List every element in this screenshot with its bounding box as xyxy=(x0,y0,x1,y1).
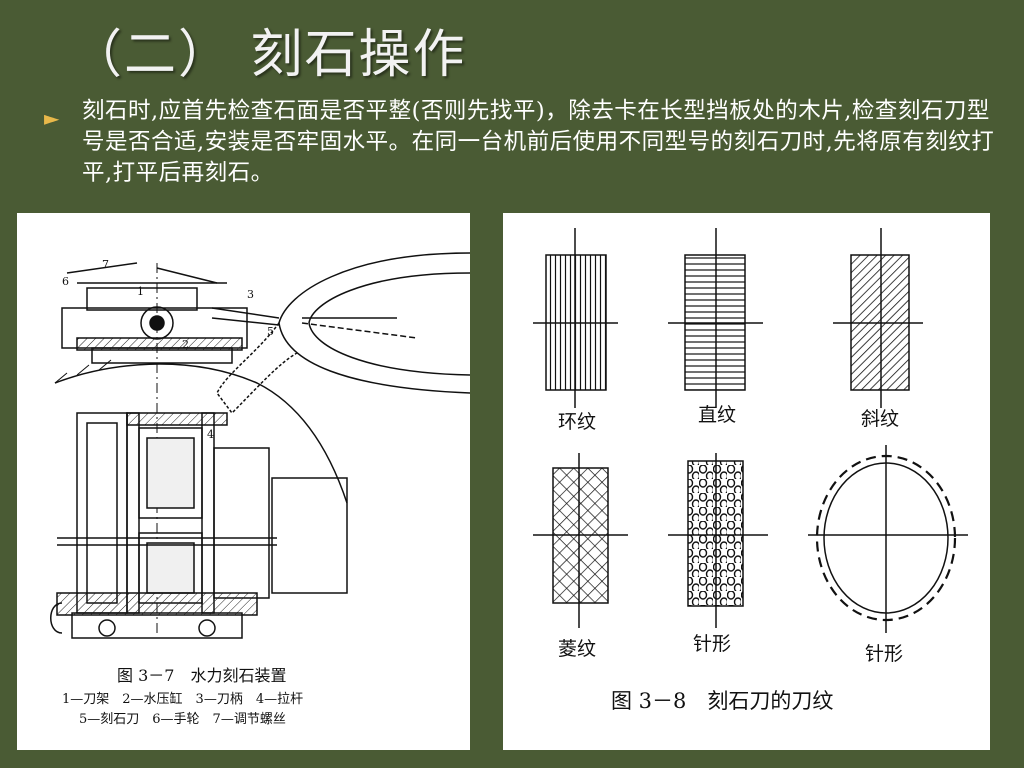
callout-6: 6 xyxy=(62,275,69,288)
figure-hydraulic-engraver: 7 6 1 3 5 2 4 图 3－7 水力刻石装置 1—刀架 2—水压缸 3—… xyxy=(17,213,470,750)
label-ring: 环纹 xyxy=(558,411,596,433)
figure-left-caption: 图 3－7 水力刻石装置 xyxy=(117,666,286,685)
figure-knife-patterns: 环纹 直纹 斜纹 菱纹 针形 针形 图 3－8 刻石刀的刀纹 xyxy=(503,213,990,750)
label-needle-ring: 针形 xyxy=(865,643,903,665)
callout-2: 2 xyxy=(182,338,189,351)
label-straight: 直纹 xyxy=(698,404,736,426)
pattern-oblique xyxy=(833,228,923,408)
figure-right-caption: 图 3－8 刻石刀的刀纹 xyxy=(611,689,833,713)
callout-7: 7 xyxy=(102,258,109,271)
callout-numbers: 7 6 1 3 5 2 4 xyxy=(62,258,274,441)
pattern-diamond xyxy=(533,453,628,628)
label-oblique: 斜纹 xyxy=(861,408,899,430)
engraver-drawing: 7 6 1 3 5 2 4 图 3－7 水力刻石装置 1—刀架 2—水压缸 3—… xyxy=(50,252,470,727)
patterns-drawing: 环纹 直纹 斜纹 菱纹 针形 针形 图 3－8 刻石刀的刀纹 xyxy=(533,228,968,713)
tool-head-side-view xyxy=(61,262,280,364)
pattern-ring xyxy=(533,228,618,408)
stone-top-view xyxy=(216,252,470,415)
triangle-bullet-icon: ► xyxy=(44,106,60,130)
label-needle: 针形 xyxy=(693,633,731,655)
pattern-needle-ring xyxy=(808,445,968,633)
callout-4: 4 xyxy=(207,428,214,441)
figure-left-legend-2: 5—刻石刀 6—手轮 7—调节螺丝 xyxy=(79,712,286,727)
callout-1: 1 xyxy=(137,285,144,298)
callout-3: 3 xyxy=(247,288,254,301)
slide-title: （二） 刻石操作 xyxy=(70,25,467,85)
callout-5: 5 xyxy=(267,325,274,338)
pattern-straight xyxy=(668,228,763,408)
label-diamond: 菱纹 xyxy=(558,638,596,660)
bullet-text: 刻石时,应首先检查石面是否平整(否则先找平)，除去卡在长型挡板处的木片,检查刻石… xyxy=(82,98,995,186)
pattern-needle xyxy=(668,453,768,628)
figure-left-legend-1: 1—刀架 2—水压缸 3—刀柄 4—拉杆 xyxy=(62,691,303,707)
tool-head-front-view xyxy=(50,412,348,639)
